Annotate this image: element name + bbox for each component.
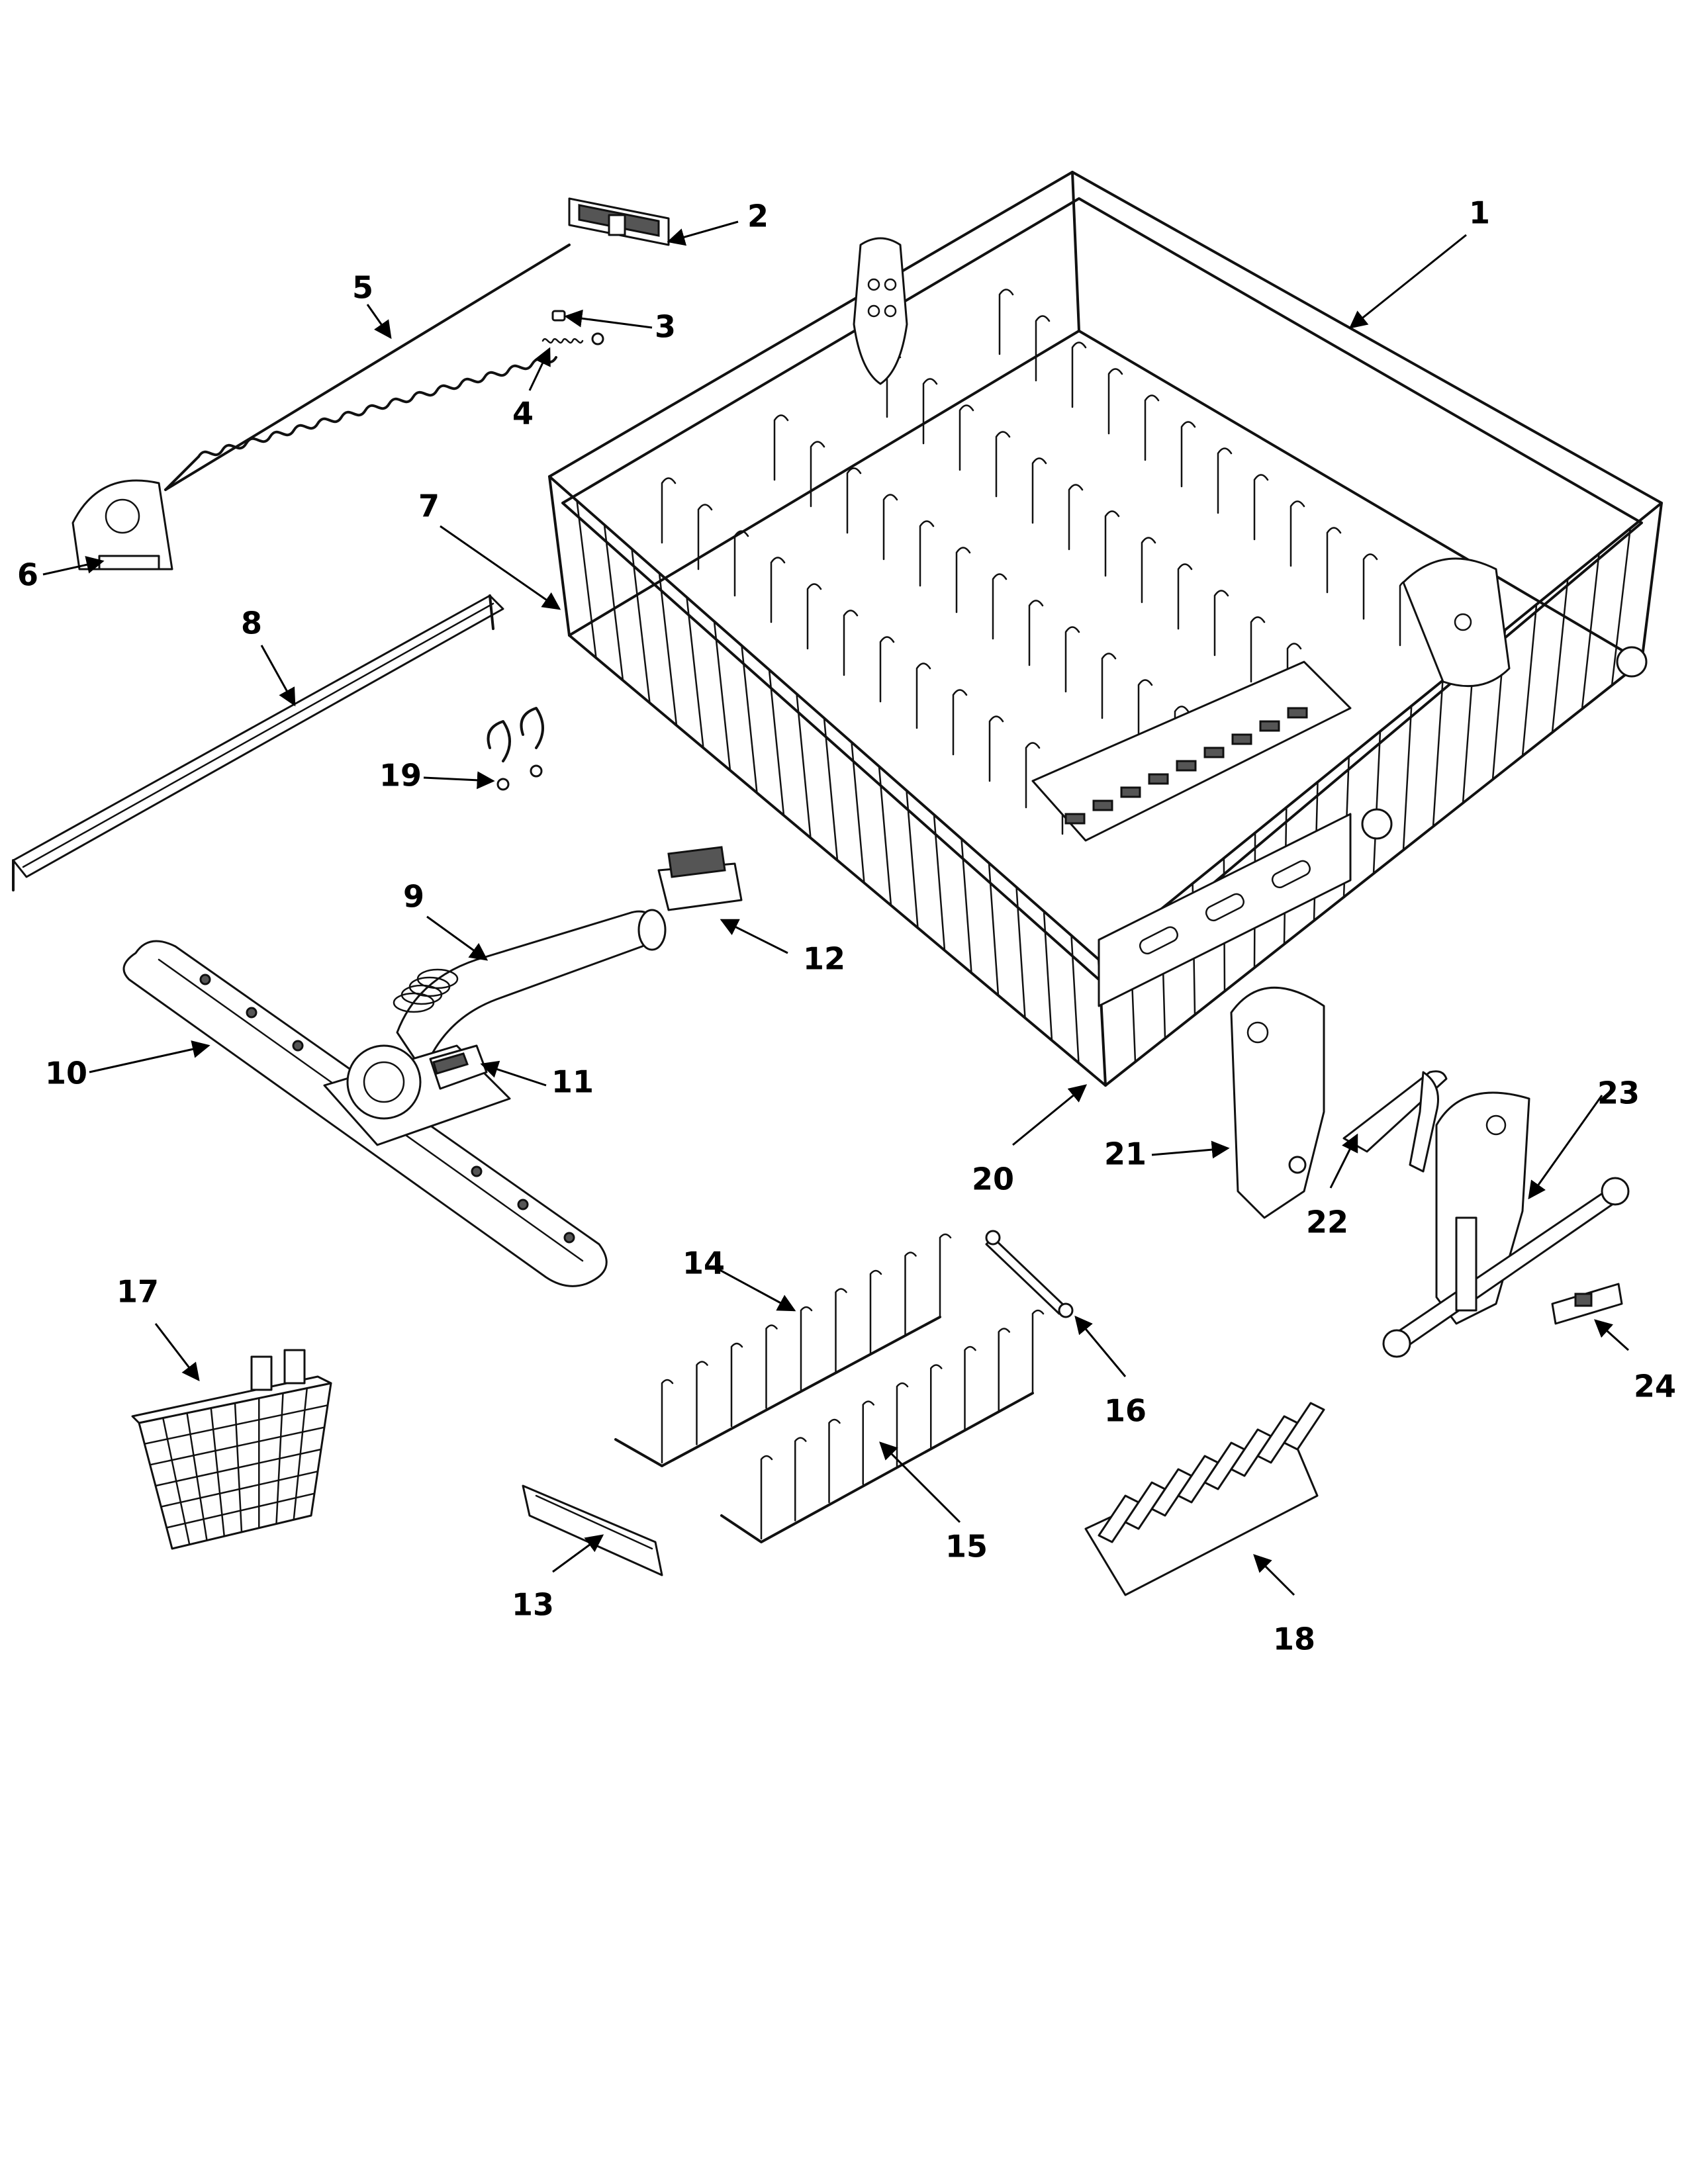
callout-15: 15 — [945, 1529, 988, 1565]
part-13-hinge-bar — [522, 1484, 663, 1576]
part-12-bracket — [657, 846, 743, 911]
part-6-end-cap — [71, 479, 173, 570]
callout-13: 13 — [512, 1587, 554, 1623]
part-14-tine-row — [614, 1233, 952, 1467]
part-19-clips — [487, 707, 544, 791]
part-21-adjuster-housing — [1230, 986, 1325, 1219]
callout-20: 20 — [972, 1161, 1014, 1197]
callout-18: 18 — [1273, 1621, 1315, 1657]
callout-3: 3 — [655, 309, 676, 345]
part-11-manifold-clip — [429, 1044, 488, 1090]
callout-8: 8 — [241, 606, 262, 641]
part-1-upper-rack — [548, 171, 1663, 1087]
callout-16: 16 — [1104, 1393, 1147, 1429]
callout-14: 14 — [682, 1246, 725, 1281]
part-24-clip — [1551, 1283, 1623, 1325]
part-5-wavy-wire — [164, 244, 571, 491]
part-15-tine-row — [720, 1309, 1045, 1543]
callout-12: 12 — [803, 941, 845, 977]
part-22-lever — [1342, 1070, 1448, 1173]
callout-5: 5 — [352, 270, 373, 306]
callout-19: 19 — [379, 758, 422, 794]
part-4-spring — [541, 332, 604, 345]
part-9-feed-tube — [393, 909, 667, 1073]
callout-22: 22 — [1306, 1205, 1348, 1240]
callout-23: 23 — [1597, 1075, 1640, 1111]
part-18-folding-tines — [1084, 1402, 1325, 1596]
callout-10: 10 — [45, 1056, 87, 1091]
part-16-link — [985, 1230, 1074, 1318]
callout-2: 2 — [747, 199, 769, 234]
callout-11: 11 — [551, 1064, 594, 1100]
part-17-basket — [131, 1349, 332, 1550]
callout-9: 9 — [403, 879, 424, 915]
part-10-spray-arm — [122, 940, 608, 1287]
leader-lines — [42, 220, 1630, 1596]
callout-17: 17 — [117, 1274, 159, 1310]
part-8-rail — [12, 594, 504, 891]
part-2-clip — [568, 197, 670, 246]
callout-1: 1 — [1469, 195, 1490, 231]
callout-4: 4 — [512, 396, 534, 432]
callout-labels: 1 2 3 4 5 6 7 8 9 10 11 12 13 14 15 16 1… — [17, 195, 1676, 1657]
callout-6: 6 — [17, 557, 38, 593]
callout-7: 7 — [418, 488, 440, 524]
callout-24: 24 — [1634, 1369, 1676, 1404]
callout-21: 21 — [1104, 1136, 1147, 1172]
part-23-adjuster-assembly — [1382, 1091, 1630, 1358]
part-3-small-clip — [551, 310, 566, 322]
